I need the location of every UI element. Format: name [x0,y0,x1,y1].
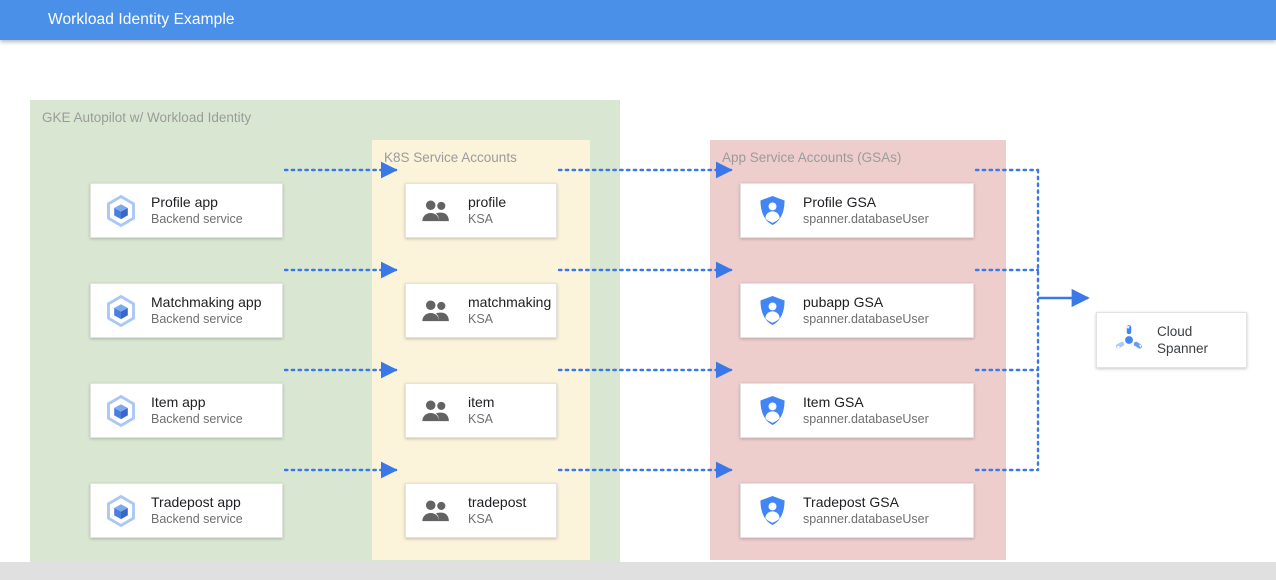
card-subtitle: Backend service [151,312,243,326]
card-text: item KSA [456,393,550,428]
card-matchmaking-ksa[interactable]: matchmaking KSA [405,283,557,338]
shield-user-icon [753,295,791,326]
card-subtitle: KSA [468,212,494,226]
card-title: Profile GSA [803,194,877,210]
people-icon [416,298,456,324]
title-bar: Workload Identity Example [0,0,1276,40]
card-matchmaking-app[interactable]: Matchmaking app Backend service [90,283,283,338]
gke-workload-icon [99,194,143,228]
card-subtitle: KSA [468,412,494,426]
card-text: Tradepost GSA spanner.databaseUser [791,493,967,528]
card-text: Matchmaking app Backend service [143,293,276,328]
people-icon [416,498,456,524]
card-subtitle: spanner.databaseUser [803,312,929,326]
card-subtitle: Backend service [151,512,243,526]
card-subtitle: KSA [468,512,494,526]
page-title: Workload Identity Example [48,11,235,28]
card-text: Item GSA spanner.databaseUser [791,393,967,428]
card-title: Profile app [151,194,218,210]
card-subtitle: Spanner [1157,341,1209,356]
card-profile-ksa[interactable]: profile KSA [405,183,557,238]
card-item-app[interactable]: Item app Backend service [90,383,283,438]
card-profile-gsa[interactable]: Profile GSA spanner.databaseUser [740,183,974,238]
group-gke-autopilot-label: GKE Autopilot w/ Workload Identity [42,110,252,125]
card-tradepost-ksa[interactable]: tradepost KSA [405,483,557,538]
gke-workload-icon [99,494,143,528]
card-title: Tradepost GSA [803,494,899,510]
card-text: Tradepost app Backend service [143,493,276,528]
card-title: Tradepost app [151,494,241,510]
card-title: Matchmaking app [151,294,262,310]
card-subtitle: spanner.databaseUser [803,212,929,226]
card-subtitle: Backend service [151,212,243,226]
card-text: Cloud Spanner [1151,323,1240,357]
card-profile-app[interactable]: Profile app Backend service [90,183,283,238]
card-tradepost-app[interactable]: Tradepost app Backend service [90,483,283,538]
shield-user-icon [753,395,791,426]
card-subtitle: spanner.databaseUser [803,412,929,426]
card-title: tradepost [468,494,527,510]
card-title: matchmaking [468,294,552,310]
cloud-spanner-icon [1107,323,1151,357]
gke-workload-icon [99,394,143,428]
card-item-gsa[interactable]: Item GSA spanner.databaseUser [740,383,974,438]
people-icon [416,198,456,224]
shield-user-icon [753,195,791,226]
card-text: pubapp GSA spanner.databaseUser [791,293,967,328]
group-app-service-accounts-label: App Service Accounts (GSAs) [722,150,902,165]
shield-user-icon [753,495,791,526]
footer-strip [0,562,1276,580]
diagram-canvas: GKE Autopilot w/ Workload Identity K8S S… [0,40,1276,562]
card-text: Profile GSA spanner.databaseUser [791,193,967,228]
card-pubapp-gsa[interactable]: pubapp GSA spanner.databaseUser [740,283,974,338]
group-k8s-service-accounts-label: K8S Service Accounts [384,150,517,165]
card-title: Item app [151,394,206,410]
gke-workload-icon [99,294,143,328]
card-title: item [468,394,495,410]
card-text: matchmaking KSA [456,293,552,328]
card-tradepost-gsa[interactable]: Tradepost GSA spanner.databaseUser [740,483,974,538]
card-title: Cloud [1157,324,1193,339]
card-item-ksa[interactable]: item KSA [405,383,557,438]
card-title: pubapp GSA [803,294,884,310]
card-title: Item GSA [803,394,864,410]
card-text: tradepost KSA [456,493,550,528]
card-subtitle: Backend service [151,412,243,426]
card-cloud-spanner[interactable]: Cloud Spanner [1096,312,1247,368]
card-subtitle: KSA [468,312,494,326]
card-text: profile KSA [456,193,550,228]
card-subtitle: spanner.databaseUser [803,512,929,526]
card-text: Item app Backend service [143,393,276,428]
people-icon [416,398,456,424]
card-text: Profile app Backend service [143,193,276,228]
card-title: profile [468,194,507,210]
